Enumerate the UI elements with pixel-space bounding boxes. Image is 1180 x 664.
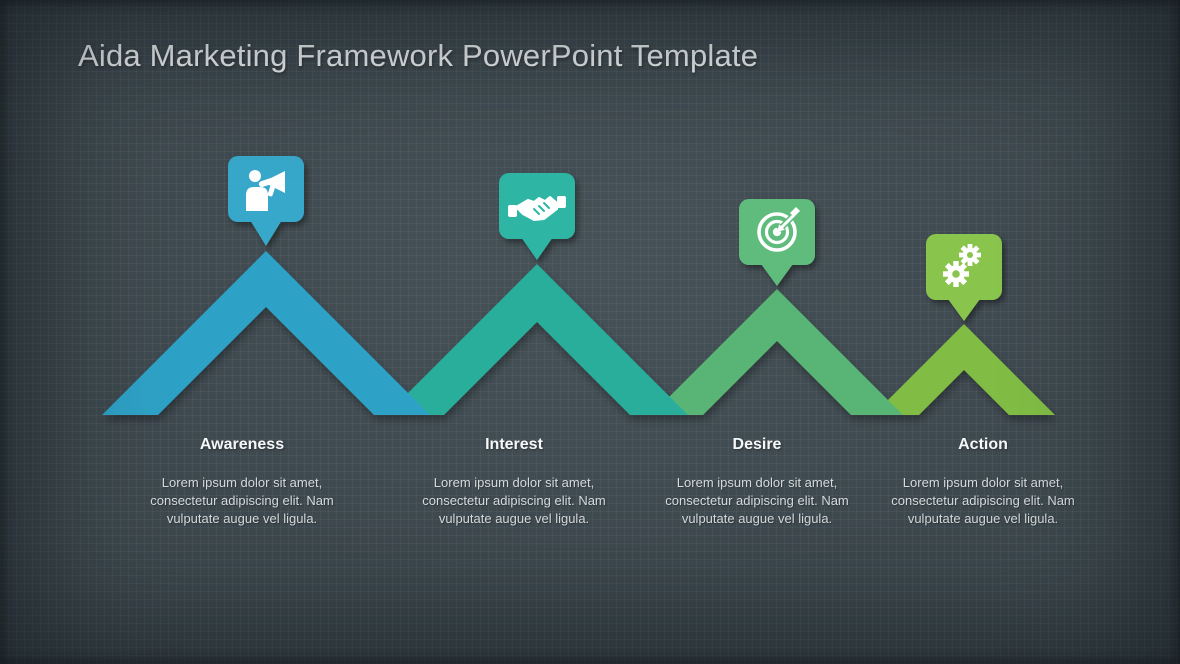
slide-title: Aida Marketing Framework PowerPoint Temp…	[78, 38, 759, 73]
stage-text-desire: Desire Lorem ipsum dolor sit amet, conse…	[645, 436, 869, 528]
stage-description: Lorem ipsum dolor sit amet, consectetur …	[422, 475, 606, 526]
gear-hole	[952, 270, 960, 278]
gear-hole	[967, 252, 973, 258]
megaphone-person-icon	[246, 170, 285, 211]
stage-bubble-interest	[499, 173, 575, 260]
chevron-desire	[651, 289, 903, 415]
stage-text-interest: Interest Lorem ipsum dolor sit amet, con…	[402, 436, 626, 528]
stage-label: Action	[958, 436, 1008, 453]
chevron-action	[873, 324, 1055, 415]
stage-label: Awareness	[199, 436, 285, 453]
stage-label: Interest	[485, 436, 543, 453]
stage-bubble-action	[926, 234, 1002, 321]
handshake-icon	[508, 196, 566, 221]
stage-text-awareness: Awareness Lorem ipsum dolor sit amet, co…	[130, 436, 354, 528]
target-dart-icon	[757, 207, 800, 252]
handshake-finger-lines	[533, 202, 550, 215]
stage-description: Lorem ipsum dolor sit amet, consectetur …	[150, 475, 334, 526]
chevron-group	[102, 251, 1055, 415]
stage-description: Lorem ipsum dolor sit amet, consectetur …	[665, 475, 849, 526]
stage-label: Desire	[732, 436, 782, 453]
stage-text-action: Action Lorem ipsum dolor sit amet, conse…	[871, 436, 1095, 528]
gears-icon	[943, 244, 981, 287]
stage-description: Lorem ipsum dolor sit amet, consectetur …	[891, 475, 1075, 526]
chevron-awareness	[102, 251, 430, 415]
stage-bubble-awareness	[228, 156, 304, 246]
chevron-interest	[386, 264, 688, 415]
stage-bubble-desire	[739, 199, 815, 286]
